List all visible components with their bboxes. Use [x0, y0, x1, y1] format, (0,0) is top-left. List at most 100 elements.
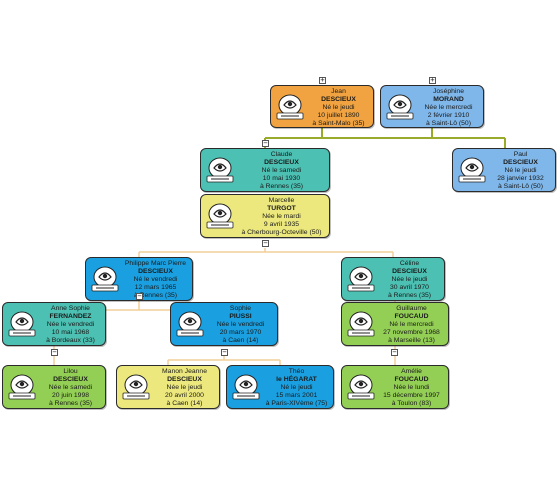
expand-toggle-josephine[interactable]: + — [429, 76, 436, 84]
person-card-celine[interactable]: Céline DESCIEUX Née le jeudi 30 avril 19… — [341, 257, 445, 301]
person-card-guillaume[interactable]: Guillaume FOUCAUD Né le mercredi 27 nove… — [341, 302, 449, 346]
zodiac-gemini-icon — [7, 372, 37, 402]
birth-place: à Saint-Malo (35) — [312, 120, 365, 127]
first-name: Anne Sophie — [51, 305, 90, 312]
first-name: Lilou — [63, 368, 78, 375]
birth-place: à Saint-Lô (50) — [426, 120, 471, 127]
first-name: Paul — [513, 151, 528, 158]
birth-place: à Rennes (35) — [387, 292, 432, 299]
birth-place: à Paris-XIVème (75) — [265, 400, 328, 407]
last-name: FERNANDEZ — [49, 313, 92, 320]
birth-day: Née le jeudi — [391, 276, 428, 283]
first-name: Guillaume — [396, 305, 427, 312]
person-card-marcelle[interactable]: Marcelle TURGOT Née le mardi 9 avril 193… — [200, 194, 330, 238]
birth-place: à Rennes (35) — [259, 183, 304, 190]
first-name: Sophie — [229, 305, 252, 312]
zodiac-aries-icon — [121, 372, 151, 402]
first-name: Céline — [399, 260, 420, 267]
zodiac-aries-icon — [205, 201, 235, 231]
birth-day: Née le vendredi — [216, 321, 265, 328]
birth-place: à Rennes (35) — [133, 292, 178, 299]
birth-place: à Toulon (83) — [391, 400, 432, 407]
first-name: Claude — [270, 151, 293, 158]
collapse-toggle-marcelle[interactable]: − — [262, 239, 269, 247]
birth-day: Née le jeudi — [166, 384, 203, 391]
person-card-lilou[interactable]: Lilou DESCIEUX Née le samedi 20 juin 199… — [2, 365, 106, 409]
birth-date: 9 avril 1935 — [263, 221, 300, 228]
birth-date: 12 mars 1965 — [134, 284, 177, 291]
birth-date: 15 décembre 1997 — [383, 392, 440, 399]
birth-date: 30 avril 1970 — [390, 284, 429, 291]
collapse-toggle-philippe[interactable]: − — [136, 292, 143, 300]
zodiac-aquarius-icon — [457, 155, 487, 185]
birth-date: 15 mars 2001 — [275, 392, 318, 399]
last-name: DESCIEUX — [392, 268, 427, 275]
last-name: DESCIEUX — [264, 159, 299, 166]
person-card-josephine[interactable]: Joséphine MORAND Née le mercredi 2 févri… — [380, 85, 484, 128]
person-card-claude[interactable]: Claude DESCIEUX Né le samedi 10 mai 1930… — [200, 148, 330, 192]
birth-place: à Saint-Lô (50) — [498, 183, 543, 190]
first-name: Manon Jeanne — [162, 368, 207, 375]
last-name: DESCIEUX — [138, 268, 173, 275]
zodiac-pisces-icon — [231, 372, 261, 402]
last-name: FOUCAUD — [394, 313, 429, 320]
last-name: DESCIEUX — [53, 376, 88, 383]
first-name: Amélie — [401, 368, 422, 375]
birth-date: 10 mai 1968 — [51, 329, 90, 336]
last-name: DESCIEUX — [167, 376, 202, 383]
person-card-amelie[interactable]: Amélie FOUCAUD Née le lundi 15 décembre … — [341, 365, 449, 409]
birth-place: à Marseille (13) — [388, 337, 435, 344]
birth-day: Né le jeudi — [322, 104, 355, 111]
birth-place: à Caen (14) — [166, 400, 203, 407]
expand-toggle-jean[interactable]: + — [319, 76, 326, 84]
last-name: MORAND — [433, 96, 464, 103]
zodiac-sagittarius-icon — [346, 309, 376, 339]
zodiac-sagittarius-icon — [346, 372, 376, 402]
last-name: FOUCAUD — [394, 376, 429, 383]
person-card-paul[interactable]: Paul DESCIEUX Né le jeudi 28 janvier 193… — [452, 148, 556, 192]
first-name: Joséphine — [433, 88, 464, 95]
birth-date: 27 novembre 1968 — [383, 329, 440, 336]
person-card-anne[interactable]: Anne Sophie FERNANDEZ Née le vendredi 10… — [2, 302, 106, 346]
birth-date: 10 mai 1930 — [262, 175, 301, 182]
collapse-toggle-guillaume[interactable]: − — [391, 348, 398, 356]
birth-date: 10 juillet 1890 — [317, 112, 360, 119]
birth-day: Né le mercredi — [389, 321, 434, 328]
birth-day: Née le mercredi — [424, 104, 473, 111]
zodiac-taurus-icon — [346, 264, 376, 294]
zodiac-pisces-icon — [90, 264, 120, 294]
birth-day: Né le jeudi — [280, 384, 313, 391]
birth-place: à Caen (14) — [222, 337, 259, 344]
last-name: DESCIEUX — [321, 96, 356, 103]
birth-day: Née le lundi — [393, 384, 430, 391]
birth-place: à Cherbourg-Octeville (50) — [241, 229, 322, 236]
zodiac-taurus-icon — [7, 309, 37, 339]
person-card-sophie[interactable]: Sophie PIUSSI Née le vendredi 20 mars 19… — [170, 302, 278, 346]
birth-day: Né le vendredi — [133, 276, 178, 283]
first-name: Marcelle — [268, 197, 295, 204]
last-name: DESCIEUX — [503, 159, 538, 166]
person-card-theo[interactable]: Théo le HÉGARAT Né le jeudi 15 mars 2001… — [226, 365, 334, 409]
birth-date: 20 mars 1970 — [219, 329, 262, 336]
person-card-jean[interactable]: Jean DESCIEUX Né le jeudi 10 juillet 189… — [270, 85, 374, 128]
person-card-manon[interactable]: Manon Jeanne DESCIEUX Née le jeudi 20 av… — [116, 365, 220, 409]
birth-day: Née le mardi — [262, 213, 301, 220]
birth-day: Née le vendredi — [46, 321, 95, 328]
birth-date: 20 juin 1998 — [51, 392, 90, 399]
birth-date: 2 février 1910 — [427, 112, 470, 119]
first-name: Théo — [288, 368, 305, 375]
zodiac-taurus-icon — [205, 155, 235, 185]
collapse-toggle-claude[interactable]: − — [262, 139, 269, 147]
birth-day: Née le samedi — [48, 384, 93, 391]
last-name: TURGOT — [267, 205, 296, 212]
last-name: PIUSSI — [229, 313, 252, 320]
zodiac-cancer-icon — [275, 92, 305, 122]
zodiac-pisces-icon — [175, 309, 205, 339]
birth-day: Né le samedi — [261, 167, 302, 174]
birth-date: 28 janvier 1932 — [497, 175, 544, 182]
birth-place: à Rennes (35) — [48, 400, 93, 407]
collapse-toggle-anne[interactable]: − — [51, 348, 58, 356]
collapse-toggle-sophie[interactable]: − — [221, 348, 228, 356]
